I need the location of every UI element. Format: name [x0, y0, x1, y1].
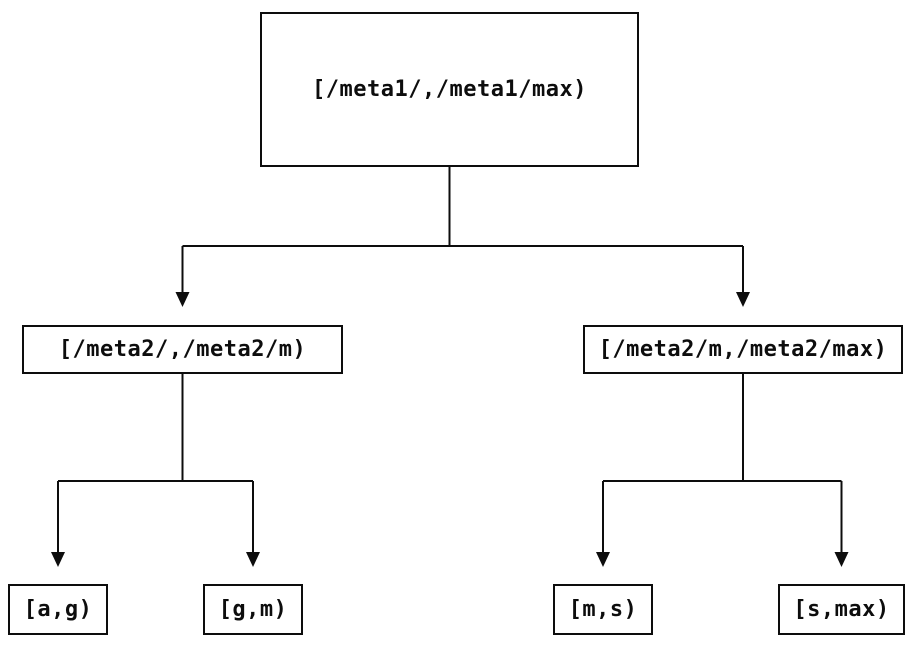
tree-node-root-label: [/meta1/,/meta1/max) — [312, 77, 587, 102]
leaf-node-ms-label: [m,s) — [568, 597, 638, 622]
arrow-down-icon — [51, 552, 65, 567]
arrow-down-icon — [834, 552, 849, 567]
leaf-node-gm: [g,m) — [203, 584, 303, 635]
leaf-node-smax-label: [s,max) — [793, 597, 890, 622]
leaf-node-ag: [a,g) — [8, 584, 108, 635]
tree-node-meta2-right: [/meta2/m,/meta2/max) — [583, 325, 903, 374]
tree-node-meta2-left-label: [/meta2/,/meta2/m) — [58, 337, 307, 362]
leaf-node-ag-label: [a,g) — [23, 597, 93, 622]
leaf-node-gm-label: [g,m) — [218, 597, 288, 622]
leaf-node-ms: [m,s) — [553, 584, 653, 635]
tree-node-root: [/meta1/,/meta1/max) — [260, 12, 639, 167]
connector-right-subtree — [602, 374, 843, 553]
tree-node-meta2-right-label: [/meta2/m,/meta2/max) — [598, 337, 888, 362]
connector-root-stem — [181, 167, 744, 293]
arrow-down-icon — [736, 292, 750, 307]
arrow-down-icon — [246, 552, 260, 567]
arrow-down-icon — [175, 292, 190, 307]
tree-node-meta2-left: [/meta2/,/meta2/m) — [22, 325, 343, 374]
leaf-node-smax: [s,max) — [778, 584, 905, 635]
connector-left-subtree — [57, 374, 254, 553]
arrow-down-icon — [596, 552, 610, 567]
